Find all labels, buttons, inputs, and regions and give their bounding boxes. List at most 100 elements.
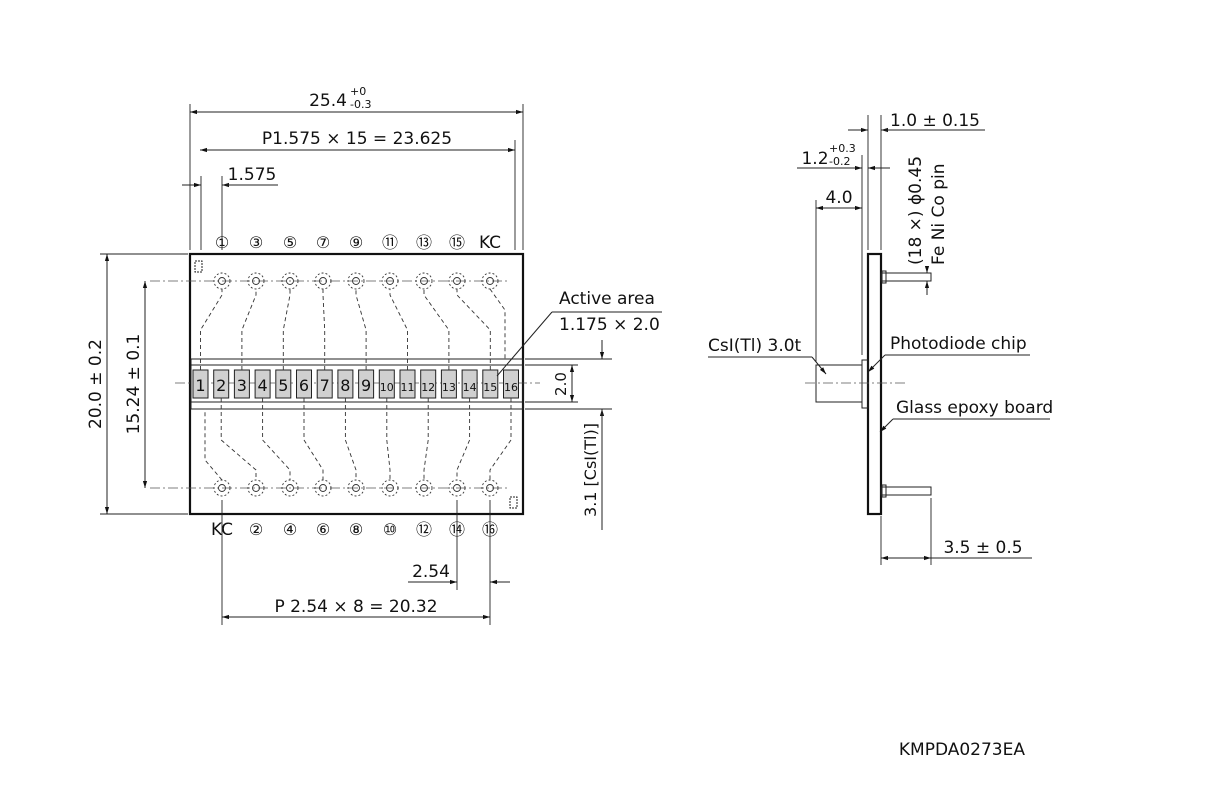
element-number: 6: [299, 376, 309, 395]
element-number: 9: [361, 376, 371, 395]
pin-label-top: ⑬: [416, 233, 432, 252]
pin-label-top: ⑪: [382, 233, 398, 252]
pad-bottom: [247, 479, 265, 497]
dim-row-spacing: 15.24 ± 0.1: [124, 334, 144, 435]
trace: [423, 398, 429, 480]
trace-kc-top: [489, 288, 506, 360]
element-number: 11: [401, 381, 415, 394]
pin-spec-line2: Fe Ni Co pin: [929, 163, 949, 265]
element-number: 16: [504, 381, 518, 394]
trace: [423, 289, 450, 370]
pad-top: [415, 272, 433, 290]
pad-top: [314, 272, 332, 290]
pad-hole: [352, 484, 360, 492]
element-number: 15: [483, 381, 497, 394]
trace: [456, 398, 471, 480]
drawing-id: KMPDA0273EA: [899, 740, 1025, 760]
trace: [489, 398, 512, 480]
trace: [389, 289, 408, 370]
pin-label-bottom: ②: [249, 520, 263, 539]
pad-top: [347, 272, 365, 290]
dim-pin-length: 3.5 ± 0.5: [943, 538, 1022, 558]
index-mark-top: [194, 260, 203, 273]
pin-label-top: ⑦: [316, 233, 330, 252]
pad-hole: [420, 277, 428, 285]
dim-depth: 4.0: [825, 188, 852, 208]
pin-label-top: ⑨: [349, 233, 363, 252]
dim-pitch-bottom-single: 2.54: [412, 562, 450, 582]
pad-hole: [252, 277, 260, 285]
pad-hole: [453, 277, 461, 285]
pin-spec-line1: (18 ×) ϕ0.45: [906, 156, 926, 265]
trace: [282, 289, 291, 370]
element-number: 12: [421, 381, 435, 394]
pin-label-top: ③: [249, 233, 263, 252]
element-number: 5: [278, 376, 288, 395]
pad-hole: [252, 484, 260, 492]
pad-hole: [486, 277, 494, 285]
trace: [262, 398, 291, 480]
chip-label: Photodiode chip: [890, 334, 1027, 354]
board-label: Glass epoxy board: [896, 398, 1053, 418]
csi-scintillator: [815, 364, 863, 403]
pad-hole: [420, 484, 428, 492]
trace: [322, 289, 326, 370]
trace: [200, 289, 223, 370]
side-view: 1.0 ± 0.15 1.2 +0.3 -0.2 (18 ×) ϕ0.45 Fe…: [708, 111, 1053, 565]
trace: [241, 289, 257, 370]
trace: [386, 398, 391, 480]
pin-label-bottom: ⑧: [349, 520, 363, 539]
dim-pitch-top: P1.575 × 15 = 23.625: [262, 129, 452, 149]
pin-label-bottom: ⑥: [316, 520, 330, 539]
pin-label-bottom: ⑩: [383, 520, 397, 539]
active-area-value: 1.175 × 2.0: [559, 315, 660, 335]
pad-hole: [352, 277, 360, 285]
pad-bottom: [347, 479, 365, 497]
element-number: 14: [463, 381, 477, 394]
pad-bottom: [415, 479, 433, 497]
pad-hole: [286, 277, 294, 285]
pad-hole: [218, 277, 226, 285]
pad-bottom: [481, 479, 499, 497]
dim-pin-pitch: 1.575: [228, 165, 277, 185]
element-number: 13: [442, 381, 456, 394]
element-number: 2: [216, 376, 226, 395]
dim-pitch-bottom: P 2.54 × 8 = 20.32: [274, 597, 437, 617]
pad-hole: [319, 277, 327, 285]
pad-hole: [386, 277, 394, 285]
element-number: 1: [195, 376, 205, 395]
pin-label-bottom: ⑫: [416, 520, 432, 539]
dim-active-height: 2.0: [552, 372, 570, 396]
dim-overall-width-tol-upper: +0: [350, 85, 366, 98]
element-number: 3: [237, 376, 247, 395]
trace: [220, 398, 257, 480]
pad-top: [247, 272, 265, 290]
trace-kc-bottom: [204, 409, 223, 481]
dim-height: 20.0 ± 0.2: [86, 339, 106, 429]
pin-bottom: [880, 486, 932, 496]
dim-scint-offset-tol-upper: +0.3: [829, 142, 856, 155]
pad-hole: [286, 484, 294, 492]
glass-epoxy-board: [866, 252, 883, 516]
trace-lines: [200, 288, 512, 481]
pad-hole: [453, 484, 461, 492]
trace: [344, 398, 357, 480]
trace: [355, 289, 367, 370]
pad-top: [281, 272, 299, 290]
pad-hole: [386, 484, 394, 492]
element-number: 10: [380, 381, 394, 394]
pin-label-top: ⑤: [283, 233, 297, 252]
dim-overall-width: 25.4: [309, 91, 347, 111]
trace: [303, 398, 324, 480]
pad-hole: [218, 484, 226, 492]
element-number: 8: [340, 376, 350, 395]
dim-scint-offset-tol-lower: -0.2: [829, 155, 850, 168]
active-area-label: Active area: [559, 289, 655, 309]
index-mark-bottom: [509, 496, 518, 509]
pad-hole: [486, 484, 494, 492]
